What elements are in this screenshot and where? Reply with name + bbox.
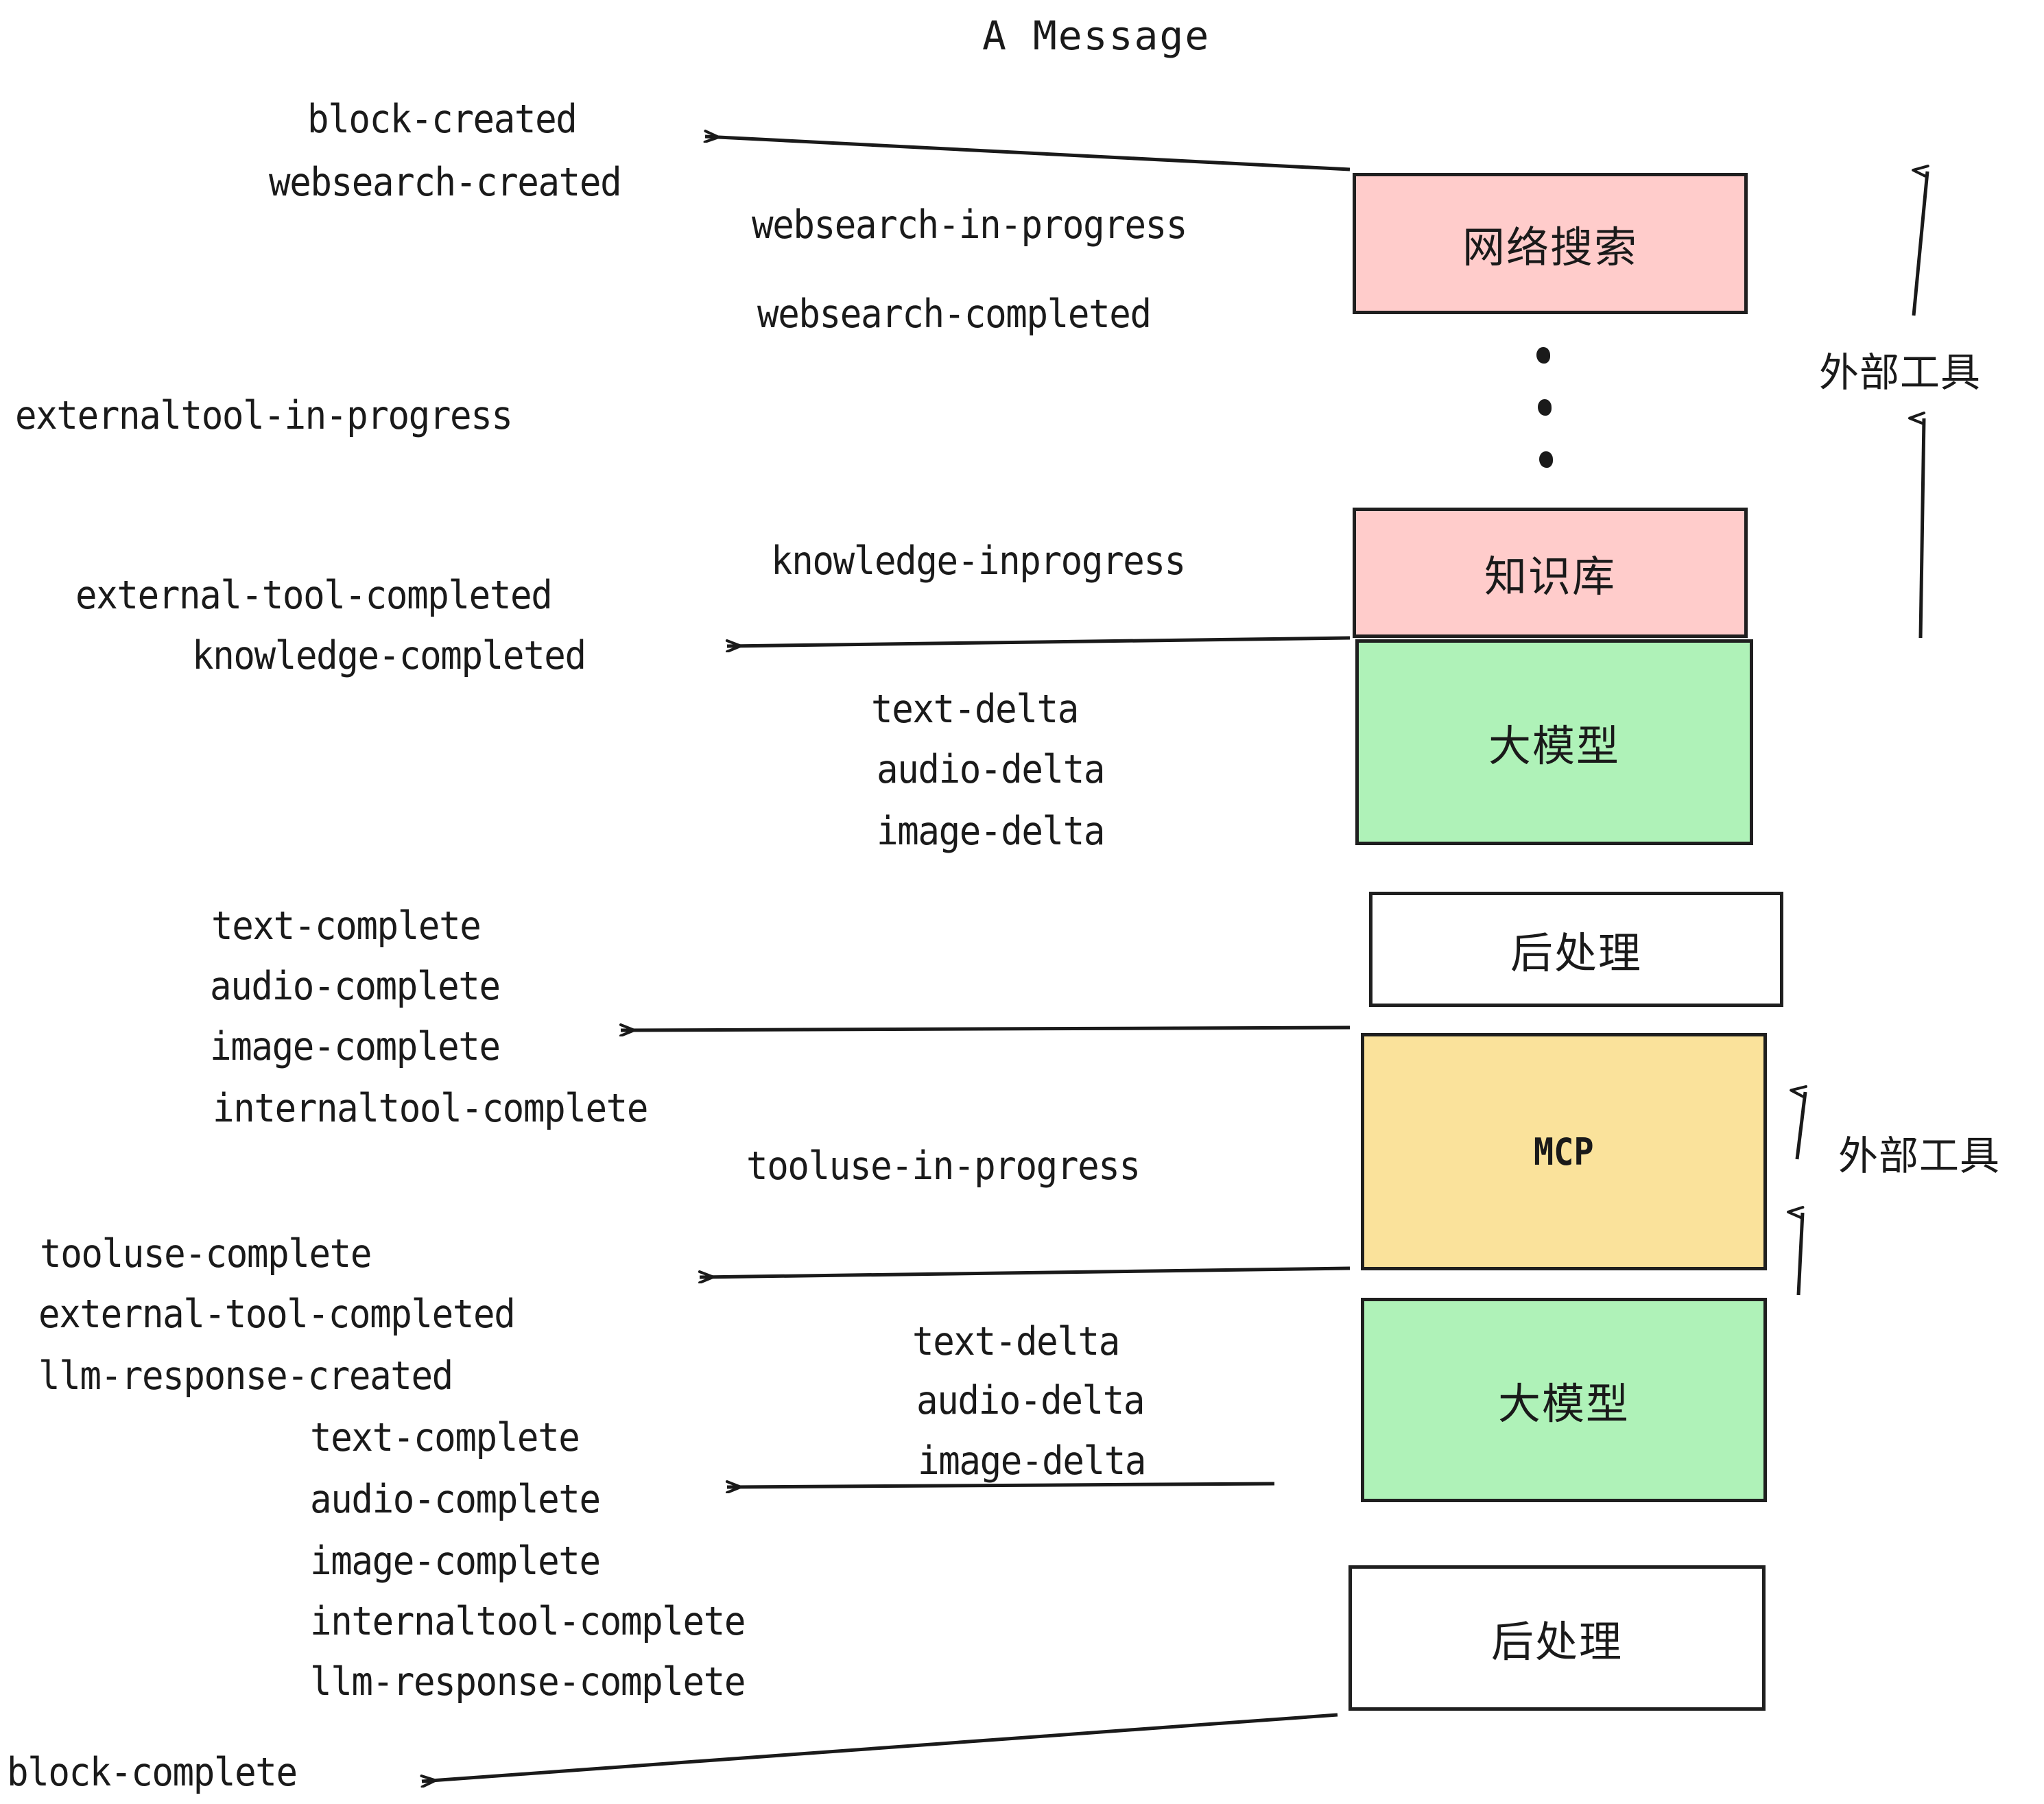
arrow-knowledge-to-knowledge-completed	[727, 636, 1351, 646]
arrow-websearch-to-block-created	[705, 137, 1351, 171]
box-mcp[interactable]: MCP	[1361, 1033, 1767, 1270]
box-mcp-label: MCP	[1534, 1130, 1594, 1174]
arrow-external-tool-down-small	[1798, 1213, 1805, 1296]
event-text-delta-1: text-delta	[871, 687, 1079, 732]
event-external-tool-completed-2: external-tool-completed	[38, 1292, 516, 1337]
ellipsis-dot-3	[1539, 451, 1553, 468]
event-tooluse-in-progress: tooluse-in-progress	[746, 1143, 1141, 1189]
event-external-tool-completed-1: external-tool-completed	[75, 573, 553, 618]
event-audio-complete-2: audio-complete	[310, 1477, 601, 1522]
box-knowledge-base-label: 知识库	[1484, 551, 1616, 602]
event-websearch-completed: websearch-completed	[757, 292, 1152, 337]
box-web-search[interactable]: 网络搜索	[1353, 173, 1748, 314]
box-llm-1[interactable]: 大模型	[1355, 639, 1753, 845]
event-text-complete-1: text-complete	[211, 903, 482, 949]
box-web-search-label: 网络搜索	[1462, 222, 1638, 272]
box-knowledge-base[interactable]: 知识库	[1353, 508, 1748, 638]
arrow-postprocess-to-image-complete	[621, 1028, 1351, 1030]
event-knowledge-completed: knowledge-completed	[192, 633, 586, 678]
event-audio-delta-2: audio-delta	[916, 1378, 1145, 1423]
event-knowledge-inprogress: knowledge-inprogress	[771, 538, 1186, 584]
diagram-title: A Message	[982, 12, 1211, 59]
ellipsis-dot-2	[1538, 399, 1552, 416]
event-image-delta-1: image-delta	[877, 809, 1105, 854]
event-audio-delta-1: audio-delta	[877, 747, 1105, 792]
box-llm-2[interactable]: 大模型	[1361, 1298, 1767, 1502]
event-image-delta-2: image-delta	[918, 1438, 1146, 1484]
side-label-external-tool-1: 外部工具	[1819, 349, 1982, 396]
box-postprocess-1-label: 后处理	[1510, 928, 1642, 978]
event-tooluse-complete: tooluse-complete	[40, 1231, 372, 1277]
side-label-external-tool-2: 外部工具	[1838, 1132, 2001, 1179]
event-image-complete-1: image-complete	[210, 1024, 501, 1069]
arrow-postprocess-to-block-complete	[422, 1713, 1338, 1781]
event-block-created: block-created	[307, 97, 578, 142]
arrow-external-tool-up-large	[1914, 171, 1927, 316]
event-text-complete-2: text-complete	[310, 1415, 580, 1460]
box-llm-1-label: 大模型	[1488, 721, 1620, 771]
arrow-external-tool-down-large	[1921, 418, 1926, 639]
event-llm-response-created: llm-response-created	[38, 1353, 453, 1399]
arrow-llm-to-audio-complete	[727, 1484, 1275, 1487]
event-text-delta-2: text-delta	[912, 1319, 1120, 1364]
box-llm-2-label: 大模型	[1497, 1379, 1630, 1429]
event-externaltool-in-progress: externaltool-in-progress	[15, 393, 513, 438]
arrow-external-tool-up-small	[1797, 1092, 1805, 1160]
event-llm-response-complete: llm-response-complete	[310, 1659, 746, 1705]
box-postprocess-1[interactable]: 后处理	[1369, 892, 1783, 1007]
box-postprocess-2-label: 后处理	[1490, 1617, 1623, 1667]
event-block-complete: block-complete	[7, 1750, 298, 1795]
ellipsis-dot-1	[1536, 347, 1550, 364]
event-internaltool-complete-1: internaltool-complete	[213, 1086, 648, 1131]
box-postprocess-2[interactable]: 后处理	[1348, 1565, 1766, 1711]
arrow-mcp-to-tooluse-complete	[700, 1266, 1351, 1277]
event-internaltool-complete-2: internaltool-complete	[310, 1599, 746, 1644]
event-websearch-in-progress: websearch-in-progress	[752, 202, 1187, 248]
event-websearch-created: websearch-created	[269, 160, 622, 205]
event-audio-complete-1: audio-complete	[210, 964, 501, 1009]
event-image-complete-2: image-complete	[310, 1539, 601, 1584]
